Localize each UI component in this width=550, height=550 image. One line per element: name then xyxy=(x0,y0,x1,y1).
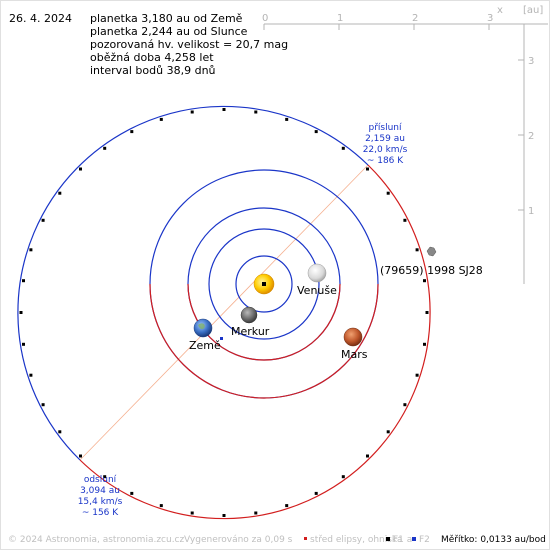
orbit-point xyxy=(366,167,369,171)
earth-icon xyxy=(193,318,213,338)
orbit-point xyxy=(314,491,318,495)
generated-text: Vygenerováno za 0,09 s xyxy=(184,535,293,545)
earth-orbit-segment xyxy=(187,283,341,361)
f2-legend-marker xyxy=(412,537,416,541)
orbit-point xyxy=(190,511,194,515)
venus-orbit xyxy=(208,228,320,340)
asteroid-icon xyxy=(426,246,437,257)
aphelion-label: odsluní 3,094 au 15,4 km/s ~ 156 K xyxy=(78,475,123,518)
earth-label: Země xyxy=(189,339,221,352)
orbit-point xyxy=(285,117,289,121)
perihelion-distance: 2,159 au xyxy=(365,134,405,144)
perihelion-temperature: ~ 186 K xyxy=(367,156,404,166)
orbit-point xyxy=(423,342,426,346)
asteroid-label: (79659) 1998 SJ28 xyxy=(380,264,483,277)
orbit-point xyxy=(285,504,289,508)
mars-orbit-segment xyxy=(149,283,379,399)
apsis-line xyxy=(79,164,369,461)
earth-marker xyxy=(220,337,223,340)
center-legend-marker xyxy=(304,537,307,540)
orbit-point xyxy=(22,279,25,283)
orbit-point xyxy=(41,218,45,222)
sun-icon xyxy=(253,273,275,295)
orbit-point xyxy=(29,373,33,377)
y-axis xyxy=(518,24,525,284)
perihelion-label: přísluní 2,159 au 22,0 km/s ~ 186 K xyxy=(363,123,408,166)
orbit-point xyxy=(403,403,407,407)
orbit-point xyxy=(190,110,194,114)
x-tick-label: 1 xyxy=(337,13,343,24)
orbit-point xyxy=(423,279,426,283)
center-legend-text: střed elipsy, ohniska xyxy=(310,535,403,545)
x-axis xyxy=(263,23,548,30)
date-label: 26. 4. 2024 xyxy=(9,12,72,25)
scale-text: Měřítko: 0,0133 au/bod xyxy=(441,535,546,545)
orbit-point xyxy=(314,130,318,134)
orbit-point xyxy=(222,108,226,111)
orbit-point xyxy=(103,146,107,150)
aphelion-title: odsluní xyxy=(84,475,117,485)
orbit-point xyxy=(130,130,134,134)
x-tick-label: 2 xyxy=(412,13,418,24)
unit-label: [au] xyxy=(523,5,543,16)
orbit-point xyxy=(79,167,82,171)
y-tick-label: 2 xyxy=(528,131,534,142)
y-tick-label: 1 xyxy=(528,206,534,217)
orbit-point xyxy=(103,475,107,479)
info-line: interval bodů 38,9 dnů xyxy=(90,64,216,77)
y-tick-label: 3 xyxy=(528,56,534,67)
orbit-point xyxy=(130,491,134,495)
orbit-point xyxy=(386,430,390,434)
x-tick-label: 0 xyxy=(262,13,268,24)
mars-label: Mars xyxy=(341,348,368,361)
orbit-point xyxy=(79,454,82,458)
mercury-label: Merkur xyxy=(231,325,270,338)
orbit-point xyxy=(58,191,62,195)
footer: © 2024 Astronomia, astronomia.zcu.cz Vyg… xyxy=(8,535,546,545)
perihelion-speed: 22,0 km/s xyxy=(363,145,408,155)
aphelion-temperature: ~ 156 K xyxy=(82,508,119,518)
orbit-point xyxy=(415,373,419,377)
mars-icon xyxy=(343,327,363,347)
asteroid-orbit xyxy=(17,105,431,520)
info-line: oběžná doba 4,258 let xyxy=(90,51,214,64)
info-line: planetka 2,244 au od Slunce xyxy=(90,25,248,38)
orbit-point xyxy=(159,504,163,508)
venus-label: Venuše xyxy=(297,284,337,297)
orbit-points xyxy=(19,108,429,517)
info-line: planetka 3,180 au od Země xyxy=(90,12,243,25)
orbit-point xyxy=(159,117,163,121)
x-tick-label: 3 xyxy=(487,13,493,24)
x-axis-label: x xyxy=(497,5,503,16)
mercury-icon xyxy=(240,306,258,324)
venus-icon xyxy=(307,263,327,283)
orbit-point xyxy=(254,110,258,114)
orbit-point xyxy=(403,218,407,222)
orbit-point xyxy=(41,403,45,407)
orbit-point xyxy=(425,311,429,314)
perihelion-title: přísluní xyxy=(368,123,402,133)
orbit-point xyxy=(415,248,419,252)
orbit-point xyxy=(366,454,369,458)
orbit-point xyxy=(254,511,258,515)
orbit-point xyxy=(222,514,226,517)
info-block: planetka 3,180 au od Země planetka 2,244… xyxy=(90,12,288,77)
mercury-orbit xyxy=(235,255,293,313)
info-line: pozorovaná hv. velikost = 20,7 mag xyxy=(90,38,288,51)
orbit-point xyxy=(22,342,25,346)
orbit-point xyxy=(29,248,33,252)
orbit-point xyxy=(341,475,345,479)
orbit-point xyxy=(19,311,23,314)
copyright-text: © 2024 Astronomia, astronomia.zcu.cz xyxy=(8,535,185,545)
aphelion-speed: 15,4 km/s xyxy=(78,497,123,507)
f2-legend-text: F2 xyxy=(419,535,430,545)
orbit-point xyxy=(341,146,345,150)
f1-legend-text: F1 a xyxy=(393,535,412,545)
f1-legend-marker xyxy=(386,537,390,541)
aphelion-distance: 3,094 au xyxy=(80,486,120,496)
orbit-point xyxy=(386,191,390,195)
orbit-point xyxy=(58,430,62,434)
